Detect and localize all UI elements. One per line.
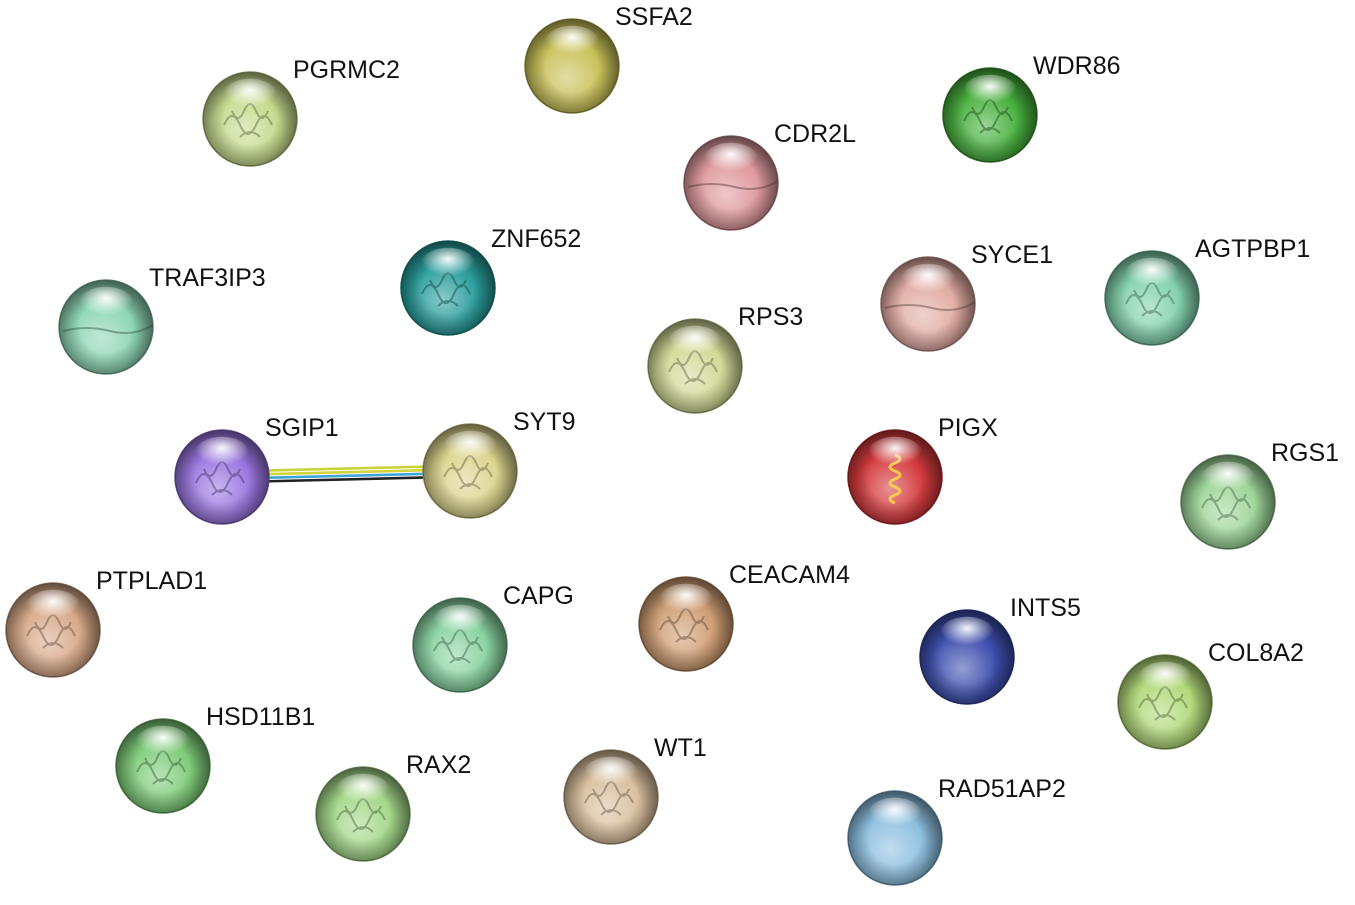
node-col8a2[interactable]: COL8A2 — [1117, 639, 1304, 750]
node-gloss — [25, 589, 81, 624]
node-rps3[interactable]: RPS3 — [647, 303, 803, 414]
node-label: WT1 — [654, 734, 707, 762]
node-label: TRAF3IP3 — [149, 264, 266, 292]
node-gloss — [900, 263, 956, 298]
node-label: WDR86 — [1033, 52, 1121, 80]
node-label: COL8A2 — [1208, 639, 1304, 667]
node-label: CAPG — [503, 582, 574, 610]
node-capg[interactable]: CAPG — [412, 582, 574, 693]
node-label: PTPLAD1 — [96, 567, 207, 595]
node-gloss — [1124, 257, 1180, 292]
node-gloss — [658, 583, 714, 618]
node-label: PIGX — [938, 414, 998, 442]
node-znf652[interactable]: ZNF652 — [400, 225, 581, 336]
node-label: SYCE1 — [971, 241, 1053, 269]
node-label: RGS1 — [1271, 439, 1339, 467]
node-rgs1[interactable]: RGS1 — [1180, 439, 1339, 550]
node-label: SGIP1 — [265, 414, 339, 442]
node-pigx[interactable]: PIGX — [847, 414, 998, 525]
node-agtpbp1[interactable]: AGTPBP1 — [1104, 235, 1310, 346]
node-wt1[interactable]: WT1 — [563, 734, 707, 845]
node-wdr86[interactable]: WDR86 — [942, 52, 1121, 163]
node-ssfa2[interactable]: SSFA2 — [524, 3, 693, 114]
node-label: AGTPBP1 — [1195, 235, 1310, 263]
node-gloss — [939, 616, 995, 651]
node-gloss — [194, 436, 250, 471]
node-syce1[interactable]: SYCE1 — [880, 241, 1053, 352]
node-ptplad1[interactable]: PTPLAD1 — [5, 567, 207, 678]
node-cdr2l[interactable]: CDR2L — [683, 120, 856, 231]
node-gloss — [962, 74, 1018, 109]
node-gloss — [432, 604, 488, 639]
node-rad51ap2[interactable]: RAD51AP2 — [847, 775, 1066, 886]
node-gloss — [78, 286, 134, 321]
node-label: RPS3 — [738, 303, 803, 331]
node-label: RAD51AP2 — [938, 775, 1066, 803]
node-ints5[interactable]: INTS5 — [919, 594, 1081, 705]
node-gloss — [420, 247, 476, 282]
node-gloss — [703, 142, 759, 177]
node-label: INTS5 — [1010, 594, 1081, 622]
node-gloss — [442, 430, 498, 465]
node-sgip1[interactable]: SGIP1 — [174, 414, 339, 525]
node-label: SSFA2 — [615, 3, 693, 31]
node-label: CDR2L — [774, 120, 856, 148]
node-gloss — [135, 725, 191, 760]
node-ceacam4[interactable]: CEACAM4 — [638, 561, 850, 672]
node-gloss — [867, 797, 923, 832]
node-syt9[interactable]: SYT9 — [422, 408, 576, 519]
node-gloss — [583, 756, 639, 791]
node-label: ZNF652 — [491, 225, 581, 253]
node-label: HSD11B1 — [206, 703, 315, 731]
node-label: RAX2 — [406, 751, 471, 779]
node-hsd11b1[interactable]: HSD11B1 — [115, 703, 315, 814]
node-pgrmc2[interactable]: PGRMC2 — [202, 56, 400, 167]
node-gloss — [544, 25, 600, 60]
node-gloss — [1200, 461, 1256, 496]
node-gloss — [222, 78, 278, 113]
node-gloss — [667, 325, 723, 360]
node-rax2[interactable]: RAX2 — [315, 751, 471, 862]
node-gloss — [1137, 661, 1193, 696]
node-gloss — [867, 436, 923, 471]
node-gloss — [335, 773, 391, 808]
node-label: CEACAM4 — [729, 561, 850, 589]
node-label: SYT9 — [513, 408, 576, 436]
node-label: PGRMC2 — [293, 56, 400, 84]
node-traf3ip3[interactable]: TRAF3IP3 — [58, 264, 266, 375]
